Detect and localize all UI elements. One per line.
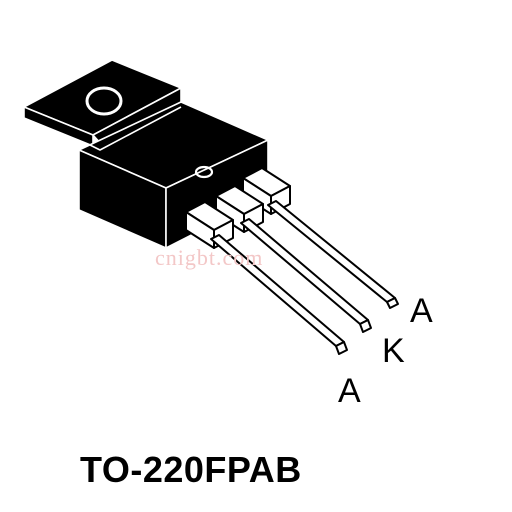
package-body: [23, 59, 269, 249]
pin-3-label: A: [410, 292, 433, 330]
mounting-hole: [85, 86, 123, 116]
pin-1-lead: [185, 201, 348, 355]
pin-2-label: K: [382, 332, 405, 370]
dimple-marker: [194, 165, 214, 179]
groove-line: [89, 106, 182, 151]
pin-1-label: A: [338, 372, 361, 410]
watermark-text: cnigbt.com: [155, 245, 264, 270]
pin-2-lead: [215, 185, 372, 333]
pin-3-lead: [242, 167, 399, 309]
package-name-caption: TO-220FPAB: [80, 449, 302, 490]
